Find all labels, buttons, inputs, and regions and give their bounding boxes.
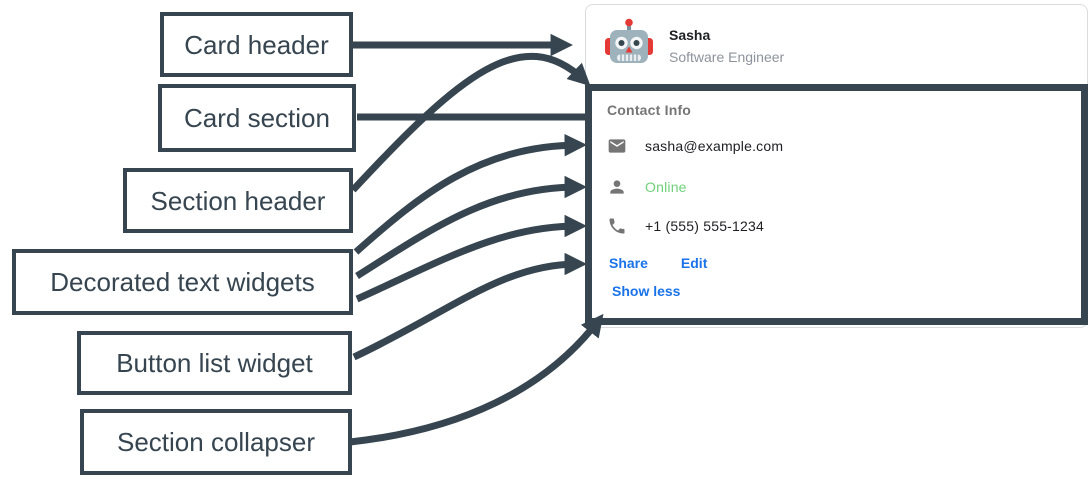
edit-button[interactable]: Edit [680,255,708,271]
label-card-section: Card section [158,84,356,152]
arrow-decorated-text-1 [353,133,587,255]
card-title: Sasha [669,27,711,43]
label-section-header: Section header [123,168,353,233]
label-text: Section collapser [117,427,315,457]
email-icon [607,136,627,156]
share-button[interactable]: Share [609,255,648,271]
section-header-text: Contact Info [607,102,692,118]
label-card-header: Card header [160,12,353,77]
decorated-text-label: sasha@example.com [645,138,784,154]
decorated-text-phone: +1 (555) 555-1234 [607,216,764,236]
arrow-section-header [350,52,591,193]
decorated-text-status: Online [607,177,687,197]
card-header: Sasha Software Engineer [586,5,1087,85]
label-text: Card section [184,103,330,133]
section-collapser-button[interactable]: Show less [612,283,681,299]
arrow-button-list [352,252,587,361]
label-button-list-widget: Button list widget [77,331,352,395]
contact-card: Sasha Software Engineer Contact Info sas… [585,4,1088,328]
arrow-decorated-text-3 [355,214,587,303]
phone-icon [607,216,627,236]
decorated-text-label: +1 (555) 555-1234 [645,218,764,234]
decorated-text-email: sasha@example.com [607,136,783,156]
label-decorated-text-widgets: Decorated text widgets [12,249,353,315]
person-icon [607,177,627,197]
card-subtitle: Software Engineer [669,49,785,65]
robot-avatar-icon [605,18,653,63]
label-section-collapser: Section collapser [80,409,352,475]
label-text: Button list widget [116,348,313,378]
label-text: Card header [184,29,329,60]
label-text: Decorated text widgets [50,267,315,297]
arrow-section-collapser [349,313,604,446]
button-list: Share Edit [609,255,707,271]
label-text: Section header [150,185,326,216]
decorated-text-label: Online [645,179,687,195]
arrow-decorated-text-2 [355,175,587,279]
